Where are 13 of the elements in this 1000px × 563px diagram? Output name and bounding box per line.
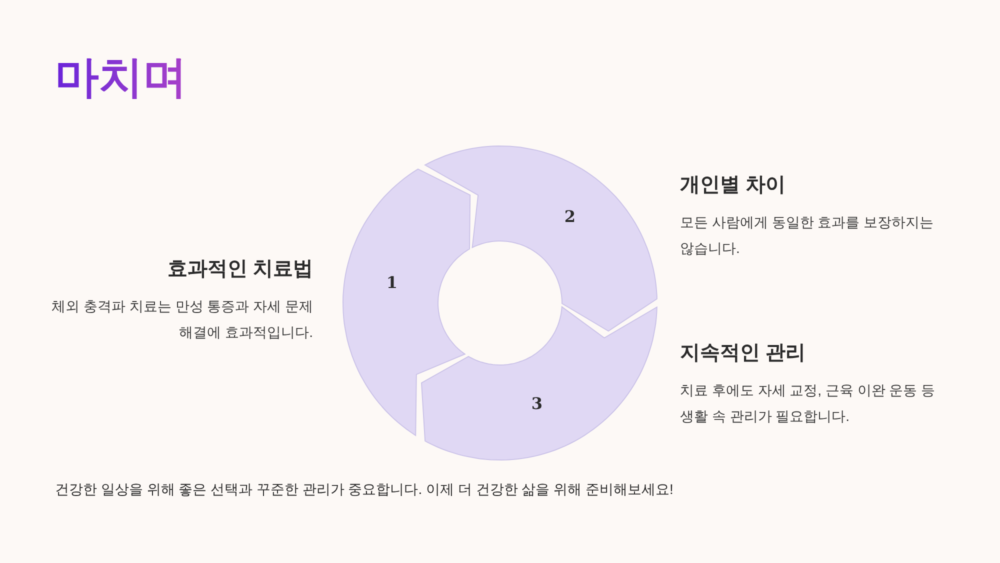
segment-number: 3 [531,396,543,412]
step-heading: 개인별 차이 [680,173,786,198]
segment-number: 1 [386,275,398,291]
step-description: 체외 충격파 치료는 만성 통증과 자세 문제 해결에 효과적입니다. [50,297,313,342]
ring-segment [421,306,657,460]
closing-note: 건강한 일상을 위해 좋은 선택과 꾸준한 관리가 중요합니다. 이제 더 건강한 삶을 위해 준비해보세요! [55,480,674,499]
step-description: 치료 후에도 자세 교정, 근육 이완 운동 등 생활 속 관리가 필요합니다. [680,381,936,426]
step-heading: 지속적인 관리 [680,341,806,366]
step-description: 모든 사람에게 동일한 효과를 보장하지는 않습니다. [680,213,935,258]
segment-number: 2 [564,209,576,225]
ring-segment [425,146,657,332]
step-heading: 효과적인 치료법 [167,257,313,282]
ring-segment [343,169,471,436]
